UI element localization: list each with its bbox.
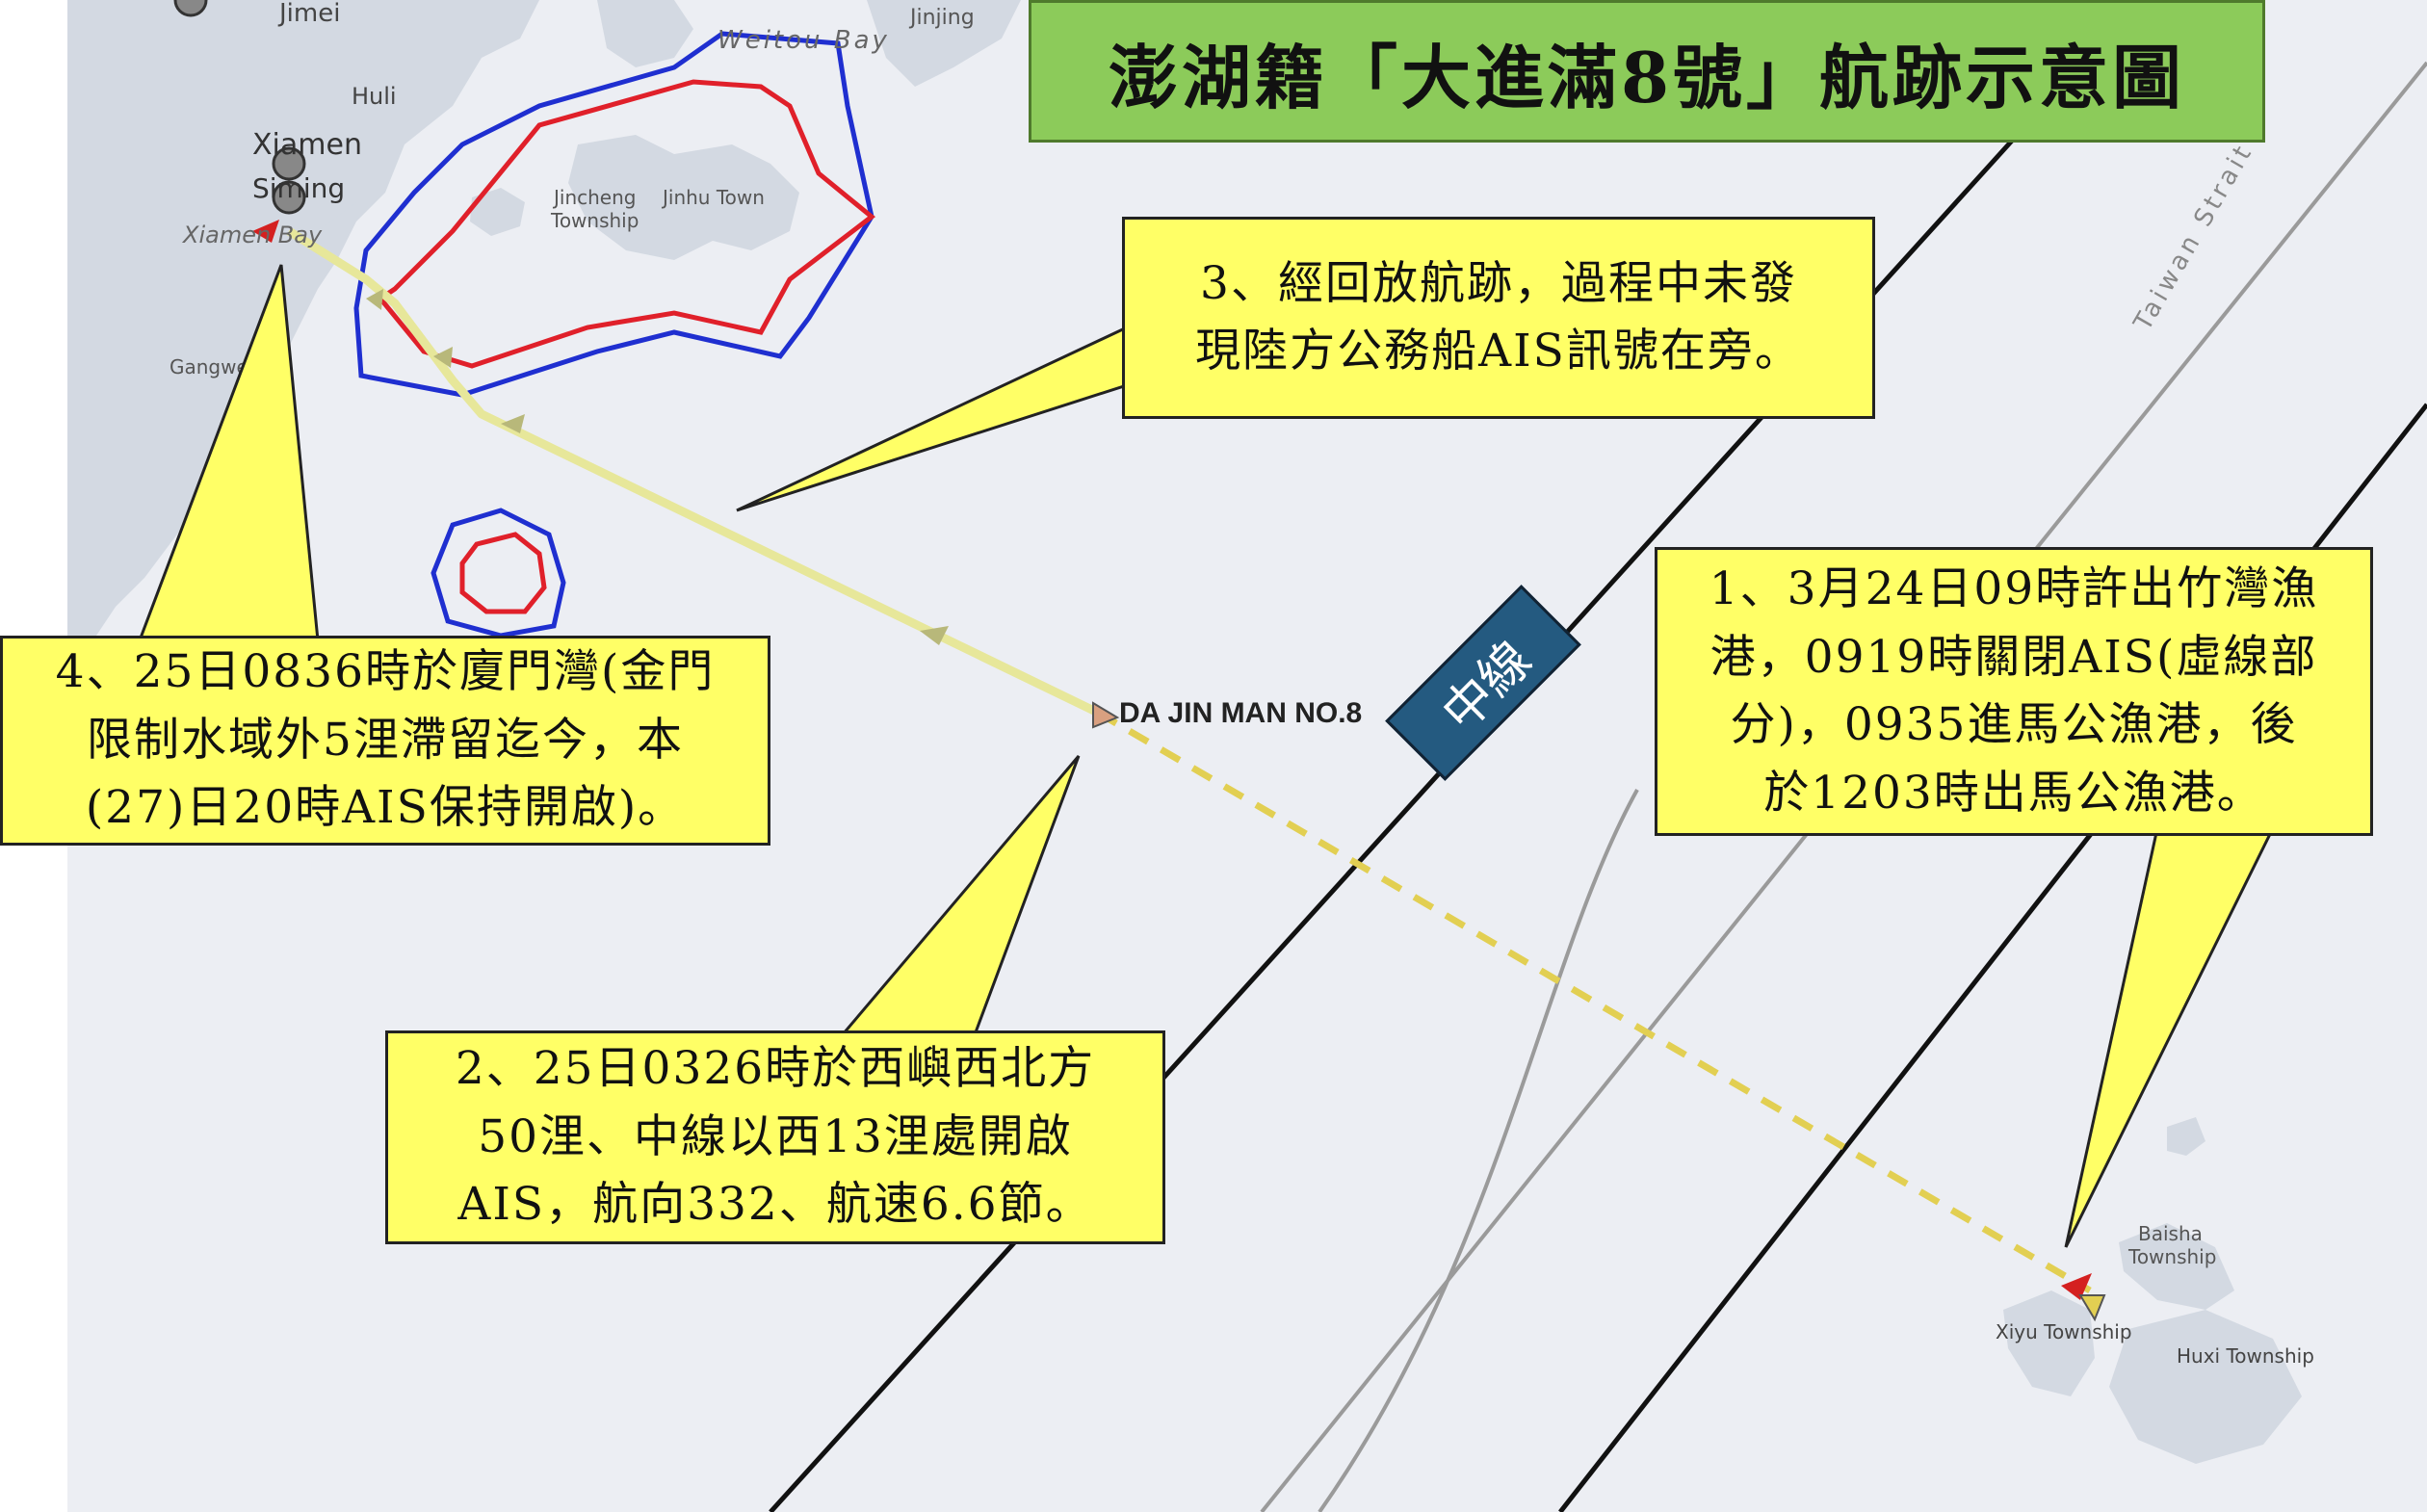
callout-2: 2、25日0326時於西嶼西北方 50浬、中線以西13浬處開啟 AIS，航向33… bbox=[385, 1030, 1165, 1244]
penghu-islet bbox=[2167, 1117, 2205, 1156]
vessel-marker-current[interactable] bbox=[1092, 701, 1120, 729]
callout-4-line-1: 4、25日0836時於廈門灣(金門 bbox=[55, 645, 716, 699]
shipping-lane-curve bbox=[1318, 789, 1639, 1512]
port-icon[interactable] bbox=[173, 0, 306, 215]
label-jincheng-township: Township bbox=[550, 209, 639, 232]
callout-1-line-2: 港，0919時關閉AIS(虛線部 bbox=[1709, 630, 2318, 684]
label-jinhu: Jinhu Town bbox=[661, 186, 765, 209]
callout-2-line-1: 2、25日0326時於西嶼西北方 bbox=[455, 1042, 1096, 1096]
label-xiamen: Xiamen bbox=[252, 128, 362, 162]
label-weitou-bay: Weitou Bay bbox=[718, 26, 890, 55]
jinjing-coast bbox=[867, 0, 1021, 87]
label-huli: Huli bbox=[352, 83, 397, 110]
penghu-main bbox=[2109, 1310, 2302, 1464]
vessel-track-dashed bbox=[1096, 709, 2092, 1294]
label-huxi: Huxi Township bbox=[2177, 1344, 2314, 1368]
callout-3: 3、經回放航跡，過程中未發 現陸方公務船AIS訊號在旁。 bbox=[1122, 217, 1875, 419]
label-baisha-township: Township bbox=[2127, 1245, 2216, 1268]
callout-3-line-1: 3、經回放航跡，過程中未發 bbox=[1200, 256, 1797, 310]
page-title: 澎湖籍「大進滿8號」航跡示意圖 bbox=[1029, 0, 2265, 143]
label-xiamen-bay: Xiamen Bay bbox=[181, 222, 323, 248]
label-jimei: Jimei bbox=[277, 0, 340, 28]
label-siming: Siming bbox=[252, 172, 345, 204]
small-restricted-inner bbox=[459, 532, 547, 614]
kinmen-island bbox=[568, 135, 799, 260]
track-arrow bbox=[366, 289, 949, 645]
vessel-marker-xiamen[interactable] bbox=[252, 220, 279, 243]
lesser-kinmen bbox=[470, 188, 525, 236]
callout-1-line-4: 於1203時出馬公漁港。 bbox=[1763, 766, 2264, 820]
small-restricted-outer bbox=[431, 508, 566, 639]
callout-3-line-2: 現陸方公務船AIS訊號在旁。 bbox=[1195, 325, 1802, 378]
callout-1-line-3: 分)，0935進馬公漁港，後 bbox=[1730, 698, 2298, 751]
penghu-xiyu bbox=[2003, 1290, 2095, 1396]
callout-4: 4、25日0836時於廈門灣(金門 限制水域外5浬滯留迄今，本 (27)日20時… bbox=[0, 636, 770, 846]
callout-1-line-1: 1、3月24日09時許出竹灣漁 bbox=[1709, 562, 2319, 615]
vessel-name-label: DA JIN MAN NO.8 bbox=[1119, 697, 1363, 729]
vessel-marker-penghu-track bbox=[2078, 1294, 2106, 1322]
callout-4-line-3: (27)日20時AIS保持開啟)。 bbox=[85, 781, 686, 835]
mainland-coast bbox=[67, 0, 539, 665]
vessel-marker-penghu[interactable] bbox=[2061, 1273, 2092, 1300]
penghu-baisha bbox=[2119, 1223, 2234, 1310]
weitou-coast bbox=[597, 0, 693, 67]
callout-1: 1、3月24日09時許出竹灣漁 港，0919時關閉AIS(虛線部 分)，0935… bbox=[1655, 547, 2373, 836]
callout-2-line-2: 50浬、中線以西13浬處開啟 bbox=[478, 1109, 1073, 1163]
label-xiyu: Xiyu Township bbox=[1996, 1320, 2132, 1343]
label-jinjing: Jinjing bbox=[908, 6, 975, 30]
callout-2-line-3: AIS，航向332、航速6.6節。 bbox=[457, 1178, 1093, 1232]
label-jincheng: Jincheng bbox=[552, 186, 636, 209]
callout-4-line-2: 限制水域外5浬滯留迄今，本 bbox=[87, 713, 684, 767]
label-baisha: Baisha bbox=[2138, 1222, 2203, 1245]
vessel-track-solid bbox=[286, 227, 1100, 717]
